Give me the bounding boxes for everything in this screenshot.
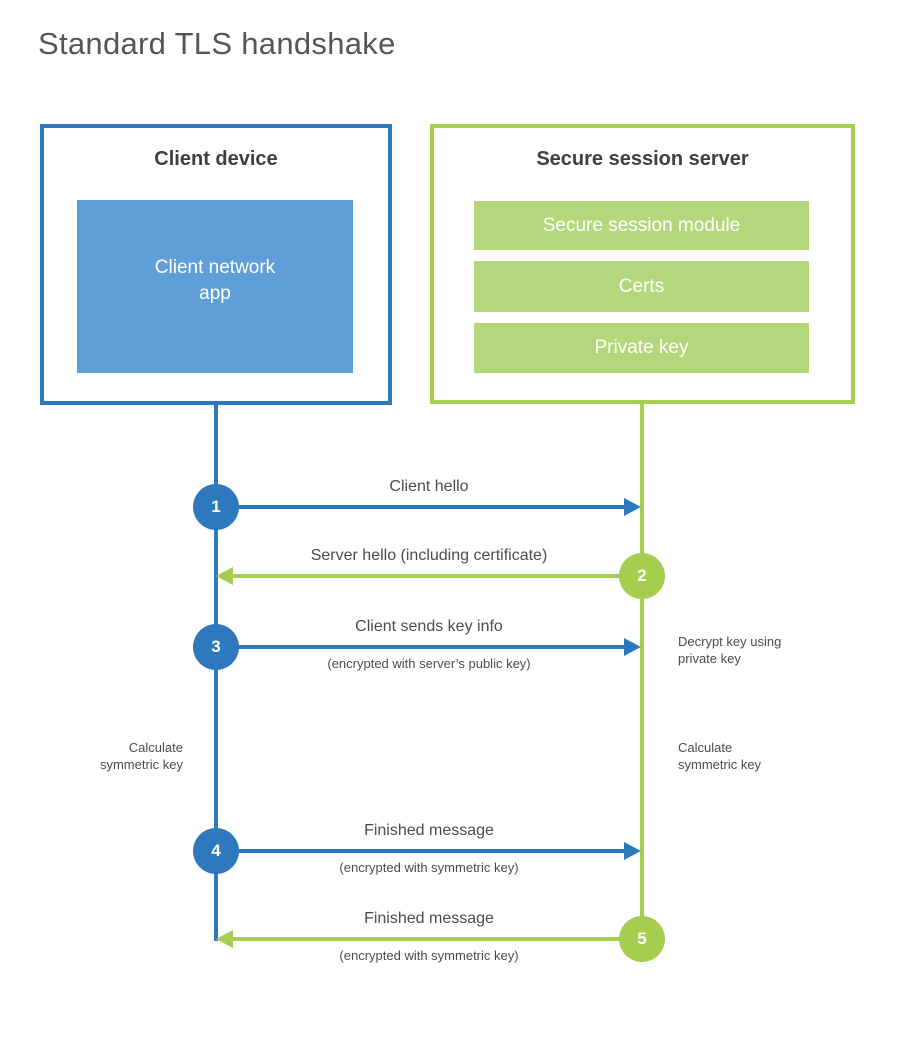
step-2-arrowhead-icon bbox=[216, 567, 233, 585]
step-4-arrow bbox=[216, 849, 626, 853]
client-network-app-module: Client network app bbox=[77, 200, 353, 373]
step-1-arrow bbox=[216, 505, 626, 509]
step-4-arrowhead-icon bbox=[624, 842, 641, 860]
client-lifeline bbox=[214, 405, 218, 941]
secure-session-server-box: Secure session server Secure session mod… bbox=[430, 124, 855, 404]
step-3-arrow bbox=[216, 645, 626, 649]
step-4-label: Finished message bbox=[364, 822, 494, 839]
step-5-arrowhead-icon bbox=[216, 930, 233, 948]
step-3-badge: 3 bbox=[193, 624, 239, 670]
step-2-arrow bbox=[232, 574, 642, 578]
step-1-arrowhead-icon bbox=[624, 498, 641, 516]
step-5-sublabel: (encrypted with symmetric key) bbox=[339, 948, 519, 963]
secure-session-module-bar: Secure session module bbox=[474, 201, 809, 250]
step-1-label: Client hello bbox=[389, 478, 469, 495]
step-3-label: Client sends key info bbox=[355, 618, 503, 635]
step-5-arrow bbox=[232, 937, 642, 941]
step-2-badge: 2 bbox=[619, 553, 665, 599]
client-device-box: Client device Client network app bbox=[40, 124, 392, 405]
server-lifeline bbox=[640, 404, 644, 962]
step-2-label: Server hello (including certificate) bbox=[310, 547, 548, 564]
certs-bar: Certs bbox=[474, 261, 809, 312]
step-3-sublabel: (encrypted with server’s public key) bbox=[327, 656, 531, 671]
step-1-badge: 1 bbox=[193, 484, 239, 530]
step-4-badge: 4 bbox=[193, 828, 239, 874]
client-device-heading: Client device bbox=[154, 148, 278, 170]
calculate-symmetric-key-note-server: Calculate symmetric key bbox=[678, 740, 762, 772]
step-3-arrowhead-icon bbox=[624, 638, 641, 656]
calculate-symmetric-key-note-client: Calculate symmetric key bbox=[99, 740, 183, 772]
decrypt-key-note: Decrypt key using private key bbox=[678, 634, 782, 666]
private-key-bar: Private key bbox=[474, 323, 809, 373]
step-5-badge: 5 bbox=[619, 916, 665, 962]
step-4-sublabel: (encrypted with symmetric key) bbox=[339, 860, 519, 875]
secure-session-server-heading: Secure session server bbox=[536, 148, 749, 170]
page-title: Standard TLS handshake bbox=[38, 26, 396, 61]
step-5-label: Finished message bbox=[364, 910, 494, 927]
